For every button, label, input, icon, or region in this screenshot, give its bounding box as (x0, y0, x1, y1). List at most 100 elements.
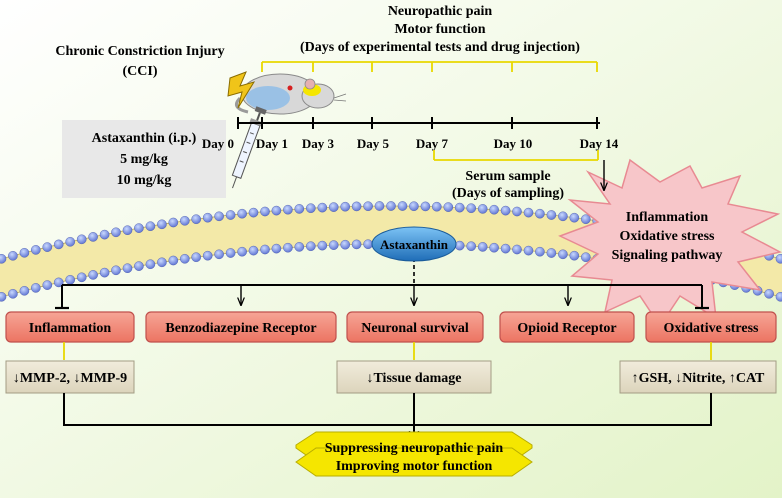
lipid-head (397, 201, 408, 211)
cci-line1: Chronic Constriction Injury (55, 44, 224, 59)
lipid-head (53, 239, 64, 250)
lipid-head (271, 205, 282, 216)
rat-illustration (234, 73, 347, 115)
lipid-head (775, 254, 782, 264)
day-label-1: Day 1 (256, 136, 288, 151)
lipid-head (328, 202, 339, 212)
dose-box (62, 120, 226, 198)
box-neuronal-label: Neuronal survival (361, 321, 469, 336)
serum-bracket (433, 150, 599, 161)
effect-inflammation-box (5, 360, 135, 394)
lipid-head (111, 227, 121, 238)
lipid-head (260, 206, 270, 217)
lipid-head (8, 288, 18, 299)
lipid-head (191, 214, 201, 224)
box-inflammation (5, 311, 135, 343)
lipid-head (500, 205, 511, 216)
lipid-head (328, 240, 339, 250)
box-oxidative-label: Oxidative stress (663, 321, 759, 336)
lipid-head (775, 292, 782, 302)
lipid-head (512, 244, 522, 255)
header-line1: Neuropathic pain (388, 4, 493, 19)
lipid-head (443, 202, 454, 212)
day-label-5: Day 5 (357, 136, 390, 151)
lipid-head (569, 250, 580, 261)
lipid-head (569, 212, 580, 223)
lipid-head (76, 234, 87, 245)
header-line3: (Days of experimental tests and drug inj… (300, 40, 580, 55)
lipid-head (558, 211, 568, 222)
lipid-head (489, 242, 499, 253)
lipid-head (317, 202, 328, 213)
lipid-head (179, 253, 190, 264)
lipid-head (76, 272, 87, 283)
lipid-head (122, 263, 133, 274)
lipid-head (294, 204, 305, 214)
day-label-3: Day 3 (302, 136, 335, 151)
lipid-head (363, 239, 373, 249)
lipid-head (523, 207, 534, 218)
day-label-14: Day 14 (580, 136, 619, 151)
lipid-head (157, 219, 167, 230)
lipid-head (340, 239, 351, 250)
lipid-head (305, 241, 316, 251)
lipid-head (99, 267, 110, 278)
effect-oxidative-box (619, 360, 777, 394)
box-benzodiazepine-label: Benzodiazepine Receptor (165, 321, 316, 336)
lipid-head (19, 247, 30, 258)
lipid-head (512, 206, 522, 217)
lipid-head (283, 204, 293, 215)
syringe-icon (231, 106, 267, 189)
lipid-head (99, 229, 110, 240)
lipid-head (546, 248, 557, 258)
lipid-head (134, 261, 144, 271)
lipid-head (111, 265, 121, 276)
dose-line1: Astaxanthin (i.p.) (92, 131, 197, 146)
lipid-head (191, 252, 201, 263)
box-neuronal-survival (346, 311, 484, 343)
lipid-head (248, 245, 259, 256)
lipid-head (237, 246, 247, 257)
serum-line1: Serum sample (465, 169, 550, 184)
box-inflammation-label: Inflammation (29, 321, 112, 336)
lipid-head (88, 270, 98, 280)
lipid-head (214, 249, 224, 260)
lipid-head (477, 242, 488, 252)
rat-whiskers (333, 93, 347, 102)
astaxanthin-label: Astaxanthin (380, 237, 449, 252)
lipid-head (145, 221, 156, 231)
lipid-head (214, 211, 224, 222)
lipid-head (134, 223, 144, 233)
lipid-head (42, 280, 53, 290)
lipid-head (305, 203, 316, 213)
rat-sciatic-area (246, 86, 290, 110)
lightning-icon (227, 71, 256, 109)
mechanism-boxes: Inflammation Benzodiazepine Receptor Neu… (5, 311, 777, 343)
outcome-line2: Improving motor function (336, 459, 493, 474)
lipid-head (30, 283, 41, 293)
lipid-head (431, 201, 442, 212)
box-opioid (499, 311, 635, 343)
lipid-head (477, 204, 488, 214)
lipid-head (168, 255, 179, 266)
lipid-head (19, 285, 30, 296)
burst-line1: Inflammation (626, 210, 709, 225)
lipid-head (581, 214, 591, 224)
day-label-10: Day 10 (494, 136, 533, 151)
day-label-7: Day 7 (416, 136, 449, 151)
lipid-head (489, 204, 499, 215)
rat-mark (287, 85, 293, 91)
dose-line3: 10 mg/kg (117, 173, 172, 188)
lipid-head (0, 292, 7, 302)
lipid-head (466, 203, 477, 213)
lipid-head (454, 202, 465, 213)
burst-line3: Signaling pathway (612, 248, 723, 263)
lipid-head (179, 215, 190, 226)
lipid-head (535, 208, 545, 219)
lipid-head (558, 249, 568, 260)
lipid-head (271, 243, 282, 254)
astaxanthin-ellipse (371, 226, 457, 262)
lipid-head (500, 243, 511, 254)
day-label-0: Day 0 (202, 136, 234, 151)
